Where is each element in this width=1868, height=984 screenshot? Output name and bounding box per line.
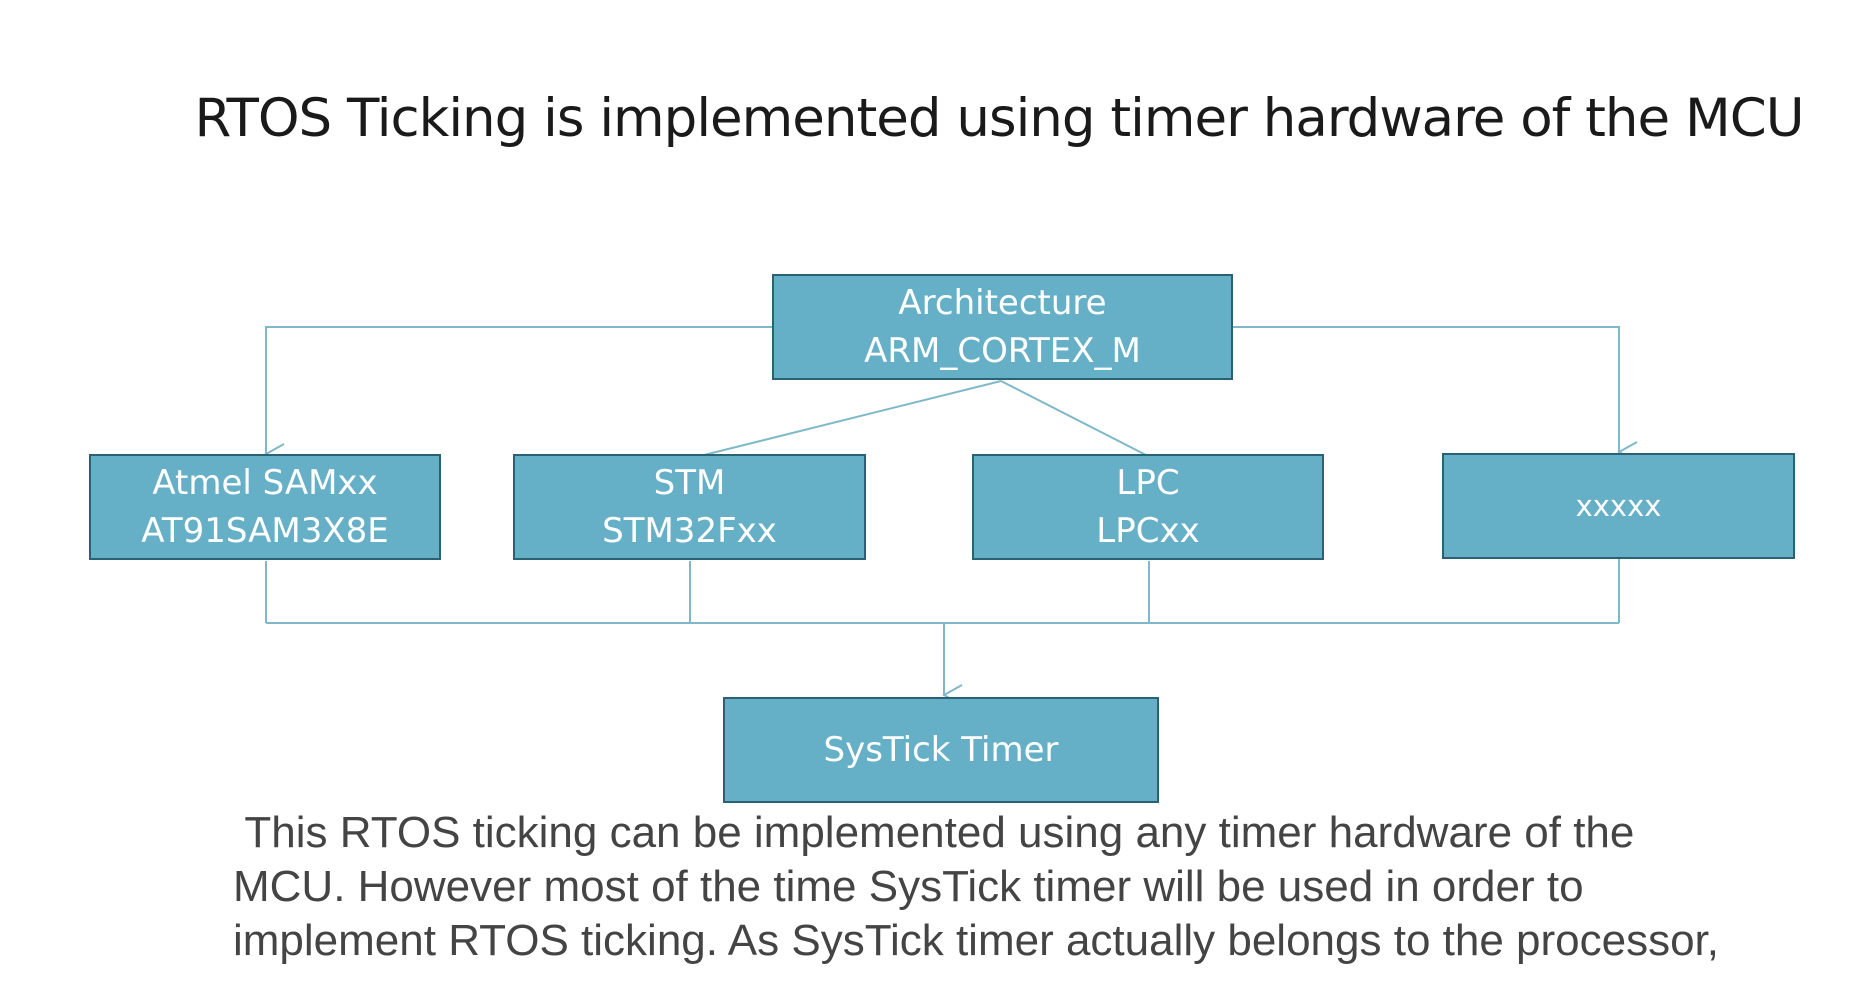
node-architecture-line1: Architecture [898,283,1107,323]
caption-text: This RTOS ticking can be implemented usi… [233,806,1853,968]
node-atmel-line2: AT91SAM3X8E [141,511,389,551]
node-stm-line2: STM32Fxx [602,511,777,551]
connector-arch-stm [703,380,1002,456]
node-architecture-line2: ARM_CORTEX_M [864,331,1141,371]
caption-line-1: This RTOS ticking can be implemented usi… [233,808,1635,857]
caption-line-3: implement RTOS ticking. As SysTick timer… [233,916,1720,965]
node-lpc-line2: LPCxx [1096,511,1200,551]
node-architecture: Architecture ARM_CORTEX_M [772,274,1233,380]
node-other-line1: xxxxx [1575,489,1662,523]
node-systick-line1: SysTick Timer [823,730,1059,770]
caption-line-2: MCU. However most of the time SysTick ti… [233,862,1584,911]
node-lpc: LPC LPCxx [972,454,1324,560]
node-other: xxxxx [1442,453,1795,559]
node-stm-line1: STM [653,463,726,503]
slide-title: RTOS Ticking is implemented using timer … [194,88,1804,149]
node-stm: STM STM32Fxx [513,454,866,560]
connector-arch-lpc [1000,380,1147,456]
node-lpc-line1: LPC [1116,463,1180,503]
connector-arch-other [1231,326,1619,452]
node-atmel-line1: Atmel SAMxx [152,463,378,503]
connector-arch-atmel [266,326,775,454]
node-systick: SysTick Timer [723,697,1159,803]
node-atmel: Atmel SAMxx AT91SAM3X8E [89,454,441,560]
